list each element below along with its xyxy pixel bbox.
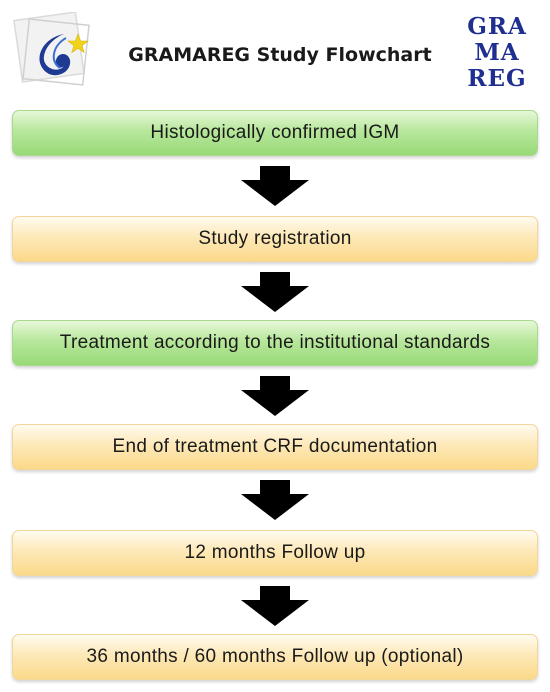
step-label: Treatment according to the institutional…: [59, 332, 491, 353]
left-logo: [12, 11, 102, 92]
step-end-of-treatment: End of treatment CRF documentation: [12, 424, 538, 470]
down-arrow-icon: [241, 480, 309, 520]
step-12-month-follow-up: 12 months Follow up: [12, 530, 538, 576]
down-arrow-icon: [241, 376, 309, 416]
down-arrow-icon: [241, 272, 309, 312]
emblem-icon: [13, 11, 90, 86]
step-label: 36 months / 60 months Follow up (optiona…: [86, 646, 464, 667]
step-long-term-follow-up: 36 months / 60 months Follow up (optiona…: [12, 634, 538, 680]
step-registration: Study registration: [12, 216, 538, 262]
step-label: Histologically confirmed IGM: [150, 122, 400, 143]
step-histology: Histologically confirmed IGM: [12, 110, 538, 156]
step-label: End of treatment CRF documentation: [112, 436, 438, 457]
step-label: 12 months Follow up: [184, 542, 366, 563]
down-arrow-icon: [241, 166, 309, 206]
logo-line-1: GRA: [467, 13, 527, 40]
logo-line-2: MA: [474, 39, 520, 66]
logo-line-3: REG: [467, 65, 527, 92]
step-treatment: Treatment according to the institutional…: [12, 320, 538, 366]
right-logo: GRA MA REG: [455, 14, 539, 92]
page-title: GRAMAREG Study Flowchart: [128, 44, 432, 66]
down-arrow-icon: [241, 586, 309, 626]
step-label: Study registration: [198, 228, 352, 249]
